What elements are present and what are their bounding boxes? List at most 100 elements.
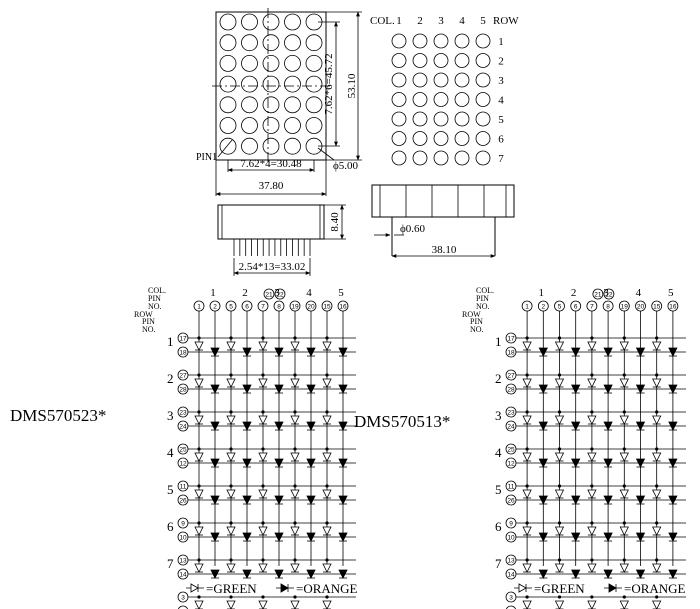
green-diode-icon [258, 452, 268, 462]
green-diode-icon [290, 415, 300, 425]
row-pin-number: 13 [507, 558, 515, 565]
row-number: 7 [495, 556, 502, 571]
row-pin-number: 24 [179, 424, 187, 431]
junction-dot [638, 424, 643, 428]
green-diode-icon [290, 489, 300, 499]
col-pin-number: 5 [558, 304, 562, 311]
green-diode-icon [290, 378, 300, 388]
junction-dot [309, 350, 313, 354]
map-row-number: 6 [498, 134, 504, 146]
junction-dot [638, 461, 643, 465]
front-dot [219, 13, 237, 31]
junction-dot [541, 535, 545, 539]
junction-dot [341, 498, 345, 502]
junction-dot [638, 498, 643, 502]
front-dot [262, 13, 280, 31]
green-diode-icon [258, 563, 268, 573]
front-dot [305, 117, 323, 134]
green-diode-icon [652, 341, 662, 351]
col-number: 2 [242, 287, 248, 299]
junction-dot [655, 336, 659, 340]
front-dot [305, 75, 323, 93]
junction-dot [245, 461, 249, 465]
row-number: 1 [167, 334, 174, 349]
col-header: COL. [148, 286, 166, 295]
row-pin-number: 9 [509, 521, 513, 528]
green-diode-icon [290, 341, 300, 351]
green-diode-icon [619, 600, 629, 609]
front-dot [219, 34, 237, 52]
junction-dot [671, 535, 675, 539]
junction-dot [671, 498, 675, 502]
map-dot [433, 53, 449, 68]
junction-dot [277, 387, 281, 391]
junction-dot [557, 410, 562, 414]
green-diode-icon [522, 526, 532, 536]
green-diode-icon [194, 600, 204, 609]
junction-dot [590, 410, 594, 414]
junction-dot [622, 336, 626, 340]
green-diode-icon [322, 489, 332, 499]
junction-dot [213, 572, 217, 576]
map-dot [412, 53, 428, 68]
map-row-label: ROW [493, 15, 519, 27]
junction-dot [671, 461, 675, 465]
green-diode-icon [258, 341, 268, 351]
row-no-header: NO. [142, 325, 156, 334]
row-pin-number: 10 [179, 535, 187, 542]
dim-height-outer: 53.10 [346, 73, 358, 98]
junction-dot [638, 572, 643, 576]
green-diode-icon [258, 489, 268, 499]
map-dot [454, 150, 470, 166]
map-dot [412, 111, 428, 127]
junction-dot [557, 373, 562, 377]
junction-dot [606, 424, 610, 428]
junction-dot [341, 461, 345, 465]
col-pin-number: 7 [261, 304, 265, 311]
junction-dot [229, 484, 233, 488]
row-number: 3 [495, 408, 502, 423]
row-pin-number: 11 [180, 484, 187, 491]
front-dot [284, 34, 301, 52]
row-pin-number: 14 [179, 572, 187, 579]
front-dot [305, 96, 323, 114]
junction-dot [213, 350, 217, 354]
pin-view-body [371, 184, 515, 218]
green-diode-icon [587, 600, 597, 609]
green-diode-icon [226, 452, 236, 462]
junction-dot [622, 558, 626, 562]
front-dot [284, 13, 301, 31]
green-diode-icon [190, 583, 199, 593]
junction-dot [213, 387, 217, 391]
model-label-left: DMS570523* [10, 406, 106, 425]
map-dot [412, 72, 428, 88]
green-diode-icon [522, 341, 532, 351]
junction-dot [261, 595, 265, 599]
row-pin-number: 3 [181, 595, 185, 602]
row-number: 4 [495, 445, 502, 460]
map-col-number: 2 [417, 15, 423, 27]
col-pin-number: 15 [323, 304, 331, 311]
junction-dot [277, 350, 281, 354]
row-pin-number: 23 [507, 410, 515, 417]
col-pin-number: 7 [590, 304, 594, 311]
map-dot [412, 92, 428, 107]
junction-dot [229, 521, 233, 525]
map-dot [433, 92, 449, 107]
green-diode-icon [587, 378, 597, 388]
junction-dot [590, 595, 594, 599]
junction-dot [245, 535, 249, 539]
green-diode-icon [258, 378, 268, 388]
green-diode-icon [226, 563, 236, 573]
junction-dot [293, 558, 297, 562]
green-diode-icon [619, 489, 629, 499]
row-pin-number: 17 [179, 336, 187, 343]
map-dot [412, 33, 428, 49]
front-view-dot-grid [219, 13, 323, 155]
col-pin-number: 5 [229, 304, 233, 311]
map-col-number: 5 [480, 15, 486, 27]
row-header: ROW [462, 310, 481, 319]
junction-dot [574, 387, 578, 391]
col-pin-number: 16 [339, 304, 347, 311]
